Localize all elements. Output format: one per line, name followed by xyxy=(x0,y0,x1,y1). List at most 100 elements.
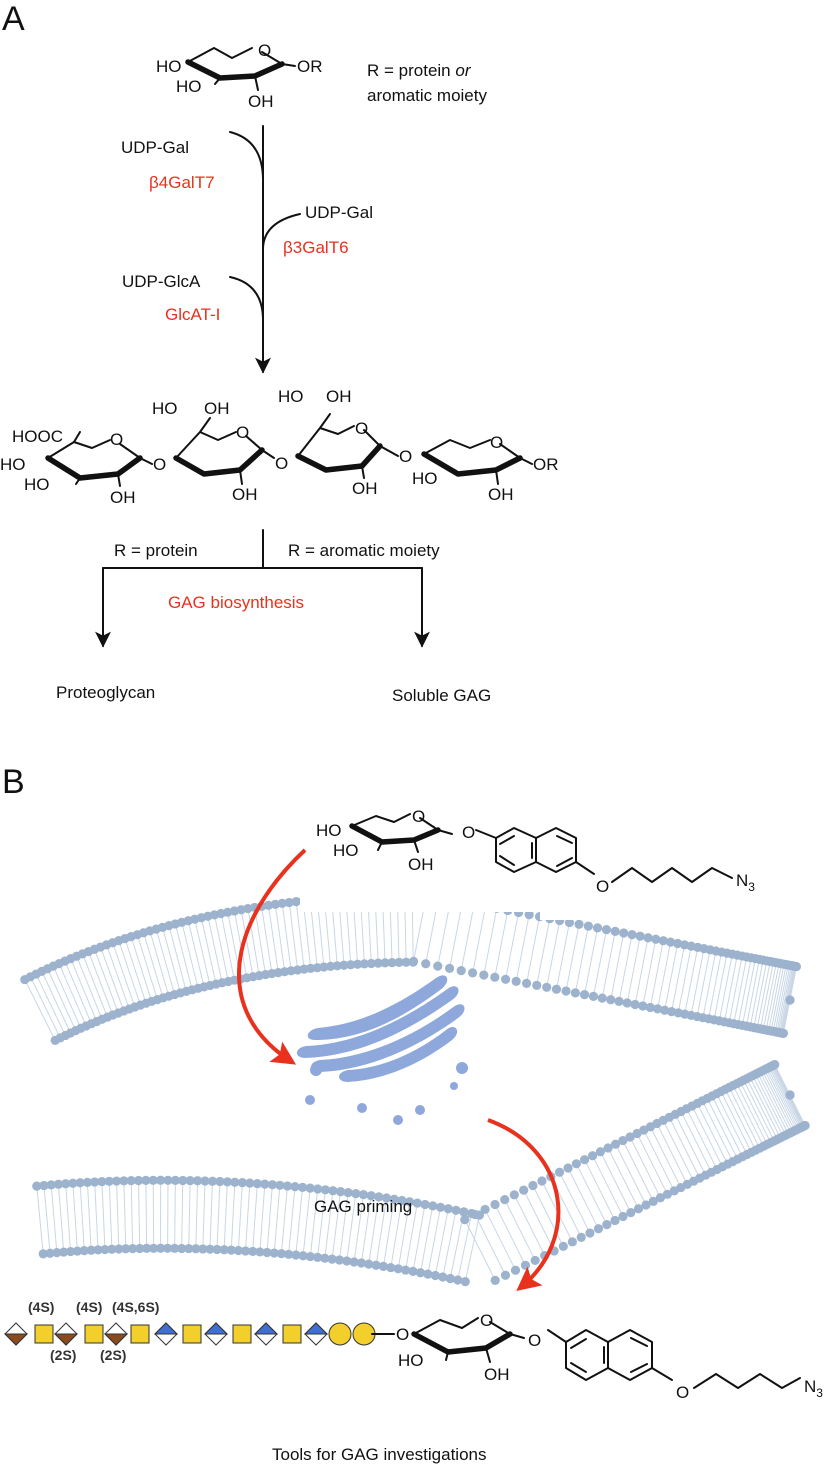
lipid-head xyxy=(38,1249,48,1259)
xyl-ho-top: HO xyxy=(156,57,182,76)
lipid-tail xyxy=(280,1185,288,1254)
panel-a-label: A xyxy=(2,0,25,38)
lipid-head xyxy=(393,1264,403,1274)
xyl-oh: OH xyxy=(248,92,274,111)
lipid-head xyxy=(236,905,246,915)
lipid-head xyxy=(53,1179,64,1189)
lipid-tail xyxy=(759,1071,792,1133)
chain-annot-bottom-2: (2S) xyxy=(100,1347,126,1363)
lipid-head xyxy=(282,1181,293,1191)
tetra-label-ho-5: HO xyxy=(412,469,438,488)
lipid-head xyxy=(579,990,590,1000)
lipid-head xyxy=(291,1250,301,1260)
lipid-head xyxy=(583,921,593,931)
lipid-head xyxy=(386,1262,396,1273)
lipid-head xyxy=(602,1220,612,1230)
lipid-head xyxy=(800,1120,810,1131)
panel-b-caption: Tools for GAG investigations xyxy=(272,1445,486,1464)
lipid-tail xyxy=(753,960,768,1028)
lipid-tail xyxy=(575,1163,608,1225)
branch-left-label: R = protein xyxy=(114,541,198,560)
lipid-head xyxy=(558,1241,568,1251)
lipid-tail xyxy=(526,916,541,984)
lipid-tail xyxy=(718,954,733,1021)
lipid-head xyxy=(610,926,620,936)
lipid-head xyxy=(61,1179,71,1189)
lipid-head xyxy=(443,1204,453,1214)
product-oh: OH xyxy=(484,1365,510,1384)
product-structure: O HO OH O O O N3 xyxy=(371,1311,823,1402)
lipid-head xyxy=(262,1247,272,1258)
lipid-tail xyxy=(181,1180,184,1249)
lipid-head xyxy=(791,962,801,972)
lipid-tail xyxy=(610,932,625,1000)
lipid-tail xyxy=(43,1185,51,1254)
lipid-head xyxy=(65,1246,76,1257)
lipid-head xyxy=(394,957,404,967)
lipid-tail xyxy=(457,1213,473,1281)
lipid-head xyxy=(342,1256,352,1266)
lipid-head xyxy=(178,1175,188,1186)
hooc-label: HOOC xyxy=(12,427,63,446)
lipid-head xyxy=(200,1176,210,1186)
lipid-tail xyxy=(267,905,279,973)
lipid-head xyxy=(587,1151,598,1161)
r-note-line1: R = protein or xyxy=(367,61,472,80)
lipid-head xyxy=(770,1060,780,1070)
lipid-head xyxy=(325,961,336,971)
lipid-head xyxy=(284,1249,294,1259)
lipid-tail xyxy=(757,1072,789,1135)
lipid-tail xyxy=(58,963,87,1027)
cell-membranes xyxy=(20,889,810,1287)
lipid-tail xyxy=(759,962,774,1029)
lipid-tail xyxy=(657,942,672,1009)
lipid-head xyxy=(366,1191,376,1201)
lipid-tail xyxy=(592,929,607,997)
lipid-head xyxy=(305,1251,315,1262)
lipid-head xyxy=(511,976,521,986)
lipid-tail xyxy=(338,1192,349,1261)
lipid-head xyxy=(156,1243,166,1253)
lipid-head xyxy=(68,1178,78,1188)
lipid-tail xyxy=(680,1111,712,1173)
tetra-label-oh-3: OH xyxy=(232,485,258,504)
lipid-tail xyxy=(684,947,699,1015)
lipid-tail xyxy=(754,1074,787,1136)
lipid-head xyxy=(673,938,683,949)
lipid-tail xyxy=(763,1069,796,1131)
lipid-head xyxy=(170,1175,180,1185)
lipid-tail xyxy=(696,1103,729,1165)
lipid-tail xyxy=(464,1219,496,1281)
lipid-head xyxy=(97,1177,107,1187)
lipid-head xyxy=(593,1224,604,1234)
lipid-tail xyxy=(36,1186,44,1254)
lipid-head xyxy=(444,963,455,973)
lipid-head xyxy=(585,1228,595,1238)
lipid-head xyxy=(468,968,478,978)
lipid-head xyxy=(785,1090,795,1100)
lipid-tail xyxy=(615,1143,647,1206)
lipid-head xyxy=(237,1178,247,1188)
lipid-tail xyxy=(86,1182,92,1251)
lipid-head xyxy=(638,1001,648,1011)
lipid-head xyxy=(226,1245,236,1255)
lipid-head xyxy=(456,966,466,976)
lipid-head xyxy=(389,1194,399,1204)
lipid-tail xyxy=(643,1129,675,1192)
primer-ho-top: HO xyxy=(316,821,342,840)
lipid-tail xyxy=(592,1155,624,1217)
lipid-head xyxy=(298,1251,308,1261)
lipid-head xyxy=(610,1139,621,1149)
lipid-tail xyxy=(765,963,780,1031)
tetra-label-oh-6: OH xyxy=(488,485,514,504)
lipid-tail xyxy=(194,919,211,986)
branch-right-label: R = aromatic moiety xyxy=(288,541,440,560)
lipid-tail xyxy=(599,1151,632,1213)
lipid-tail xyxy=(112,942,136,1008)
lipid-tail xyxy=(274,904,286,972)
lipid-tail xyxy=(266,1184,273,1253)
product-azide: N3 xyxy=(804,1377,823,1400)
lipid-head xyxy=(100,1244,110,1255)
lipid-tail xyxy=(741,958,756,1026)
lipid-tail xyxy=(716,1093,748,1155)
